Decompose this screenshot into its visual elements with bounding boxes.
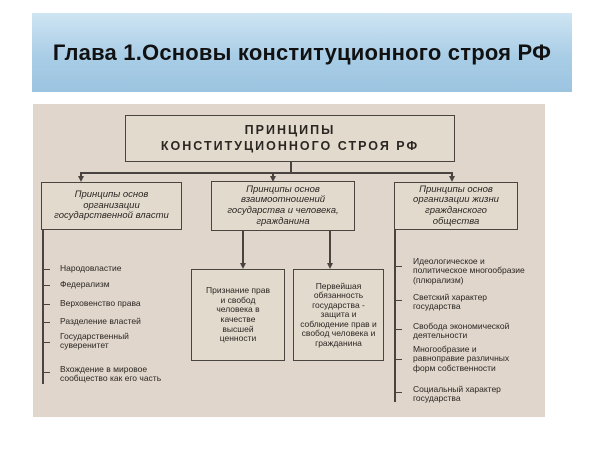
left-item-sovereignty: Государственный суверенитет [60, 331, 129, 351]
right-item-economic-freedom: Свобода экономической деятельности [413, 321, 510, 341]
right-tick [394, 359, 402, 360]
middle-box-recognition: Признание прав и свобод человека в качес… [191, 269, 285, 361]
right-item-social-state: Социальный характер государства [413, 384, 501, 404]
left-tick [42, 269, 50, 270]
connector-horizontal [80, 172, 452, 174]
left-item-narodovlastie: Народовластие [60, 263, 122, 273]
middle-right-down [329, 231, 331, 263]
right-item-pluralism: Идеологическое и политическое многообраз… [413, 256, 525, 285]
left-tick [42, 342, 50, 343]
left-branch-line [42, 230, 44, 384]
right-item-property-forms: Многообразие и равноправие различных фор… [413, 344, 510, 373]
connector-main-down [290, 162, 292, 173]
right-tick [394, 392, 402, 393]
right-branch-line [394, 230, 396, 402]
middle-right-arrow [326, 263, 333, 269]
category-box-state-citizen: Принципы основ взаимоотношений государст… [211, 181, 355, 231]
connector-right-down [451, 172, 453, 177]
middle-box-state-duty: Первейшая обязанность государства - защи… [293, 269, 384, 361]
left-item-rule-of-law: Верховенство права [60, 298, 141, 308]
connector-middle-down [272, 172, 274, 177]
category-box-civil-society: Принципы основ организации жизни граждан… [394, 182, 518, 230]
middle-left-arrow [239, 263, 246, 269]
slide-title: Глава 1.Основы конституционного строя РФ [52, 40, 552, 65]
right-tick [394, 300, 402, 301]
right-item-secular: Светский характер государства [413, 292, 488, 312]
left-item-separation-powers: Разделение властей [60, 316, 141, 326]
arrow-middle [269, 176, 276, 182]
left-item-federalism: Федерализм [60, 279, 110, 289]
left-tick [42, 304, 50, 305]
left-tick [42, 322, 50, 323]
right-tick [394, 329, 402, 330]
middle-left-down [242, 231, 244, 263]
left-tick [42, 372, 50, 373]
diagram-panel: ПРИНЦИПЫ КОНСТИТУЦИОННОГО СТРОЯ РФ Принц… [33, 104, 545, 417]
right-tick [394, 266, 402, 267]
left-tick [42, 285, 50, 286]
left-item-world-community: Вхождение в мировое сообщество как его ч… [60, 364, 162, 384]
arrow-right [448, 176, 455, 182]
category-box-state-power: Принципы основ организации государственн… [41, 182, 182, 230]
title-band: Глава 1.Основы конституционного строя РФ [32, 13, 572, 92]
arrow-left [77, 176, 84, 182]
connector-left-down [80, 172, 82, 177]
main-principles-box: ПРИНЦИПЫ КОНСТИТУЦИОННОГО СТРОЯ РФ [125, 115, 455, 162]
